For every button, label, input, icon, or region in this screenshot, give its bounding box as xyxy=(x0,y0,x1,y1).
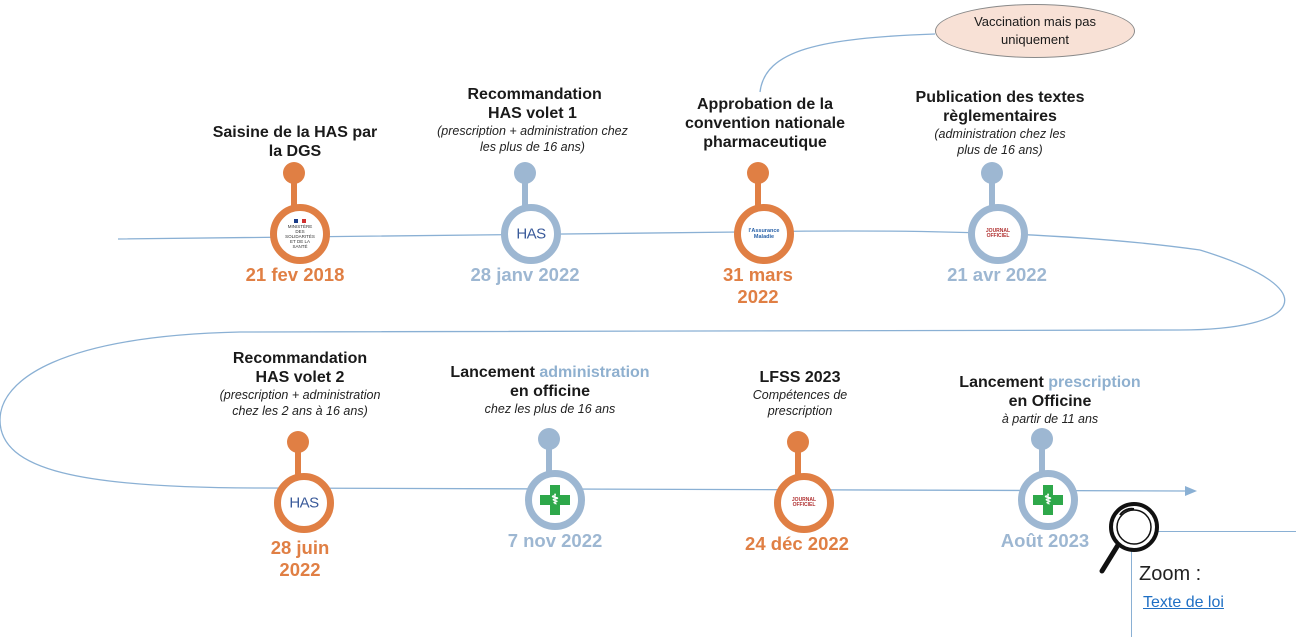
event-label-lfss: LFSS 2023 Compétences de prescription xyxy=(752,369,848,418)
journal-officiel-logo: JOURNAL OFFICIEL xyxy=(985,228,1011,239)
title-bar-cutoff xyxy=(0,0,1296,6)
zoom-panel xyxy=(1131,531,1296,637)
date-volet1: 28 janv 2022 xyxy=(470,264,580,285)
date-prescription: Août 2023 xyxy=(1000,530,1090,551)
date-administration: 7 nov 2022 xyxy=(507,530,603,551)
event-label-saisine: Saisine de la HAS par la DGS xyxy=(212,124,378,160)
assurance-maladie-logo: l'Assurance Maladie xyxy=(748,228,780,240)
pharmacy-cross-icon: ⚕ xyxy=(1033,485,1063,515)
has-logo: HAS xyxy=(289,494,319,512)
event-label-volet1: Recommandation HAS volet 1 (prescription… xyxy=(437,86,628,154)
vaccination-bubble: Vaccination mais pas uniquement xyxy=(935,4,1135,58)
event-label-convention: Approbation de la convention nationale p… xyxy=(684,96,845,151)
zoom-title: Zoom : xyxy=(1139,563,1202,585)
date-publication: 21 avr 2022 xyxy=(947,264,1047,285)
ministere-logo: MINISTÈRE DES SOLIDARITÉS ET DE LA SANTÉ xyxy=(285,219,315,249)
date-saisine: 21 fev 2018 xyxy=(245,264,345,285)
event-label-volet2: Recommandation HAS volet 2 (prescription… xyxy=(219,350,381,418)
has-logo: HAS xyxy=(516,225,546,243)
date-volet2: 28 juin 2022 xyxy=(270,537,330,580)
magnifier-icon[interactable] xyxy=(1096,497,1162,579)
journal-officiel-logo: JOURNAL OFFICIEL xyxy=(791,497,817,508)
date-convention: 31 mars 2022 xyxy=(723,264,793,307)
legal-text-link[interactable]: Texte de loi xyxy=(1143,594,1224,611)
pharmacy-cross-icon: ⚕ xyxy=(540,485,570,515)
event-label-publication: Publication des textes règlementaires (a… xyxy=(915,89,1085,157)
date-lfss: 24 déc 2022 xyxy=(745,533,849,554)
